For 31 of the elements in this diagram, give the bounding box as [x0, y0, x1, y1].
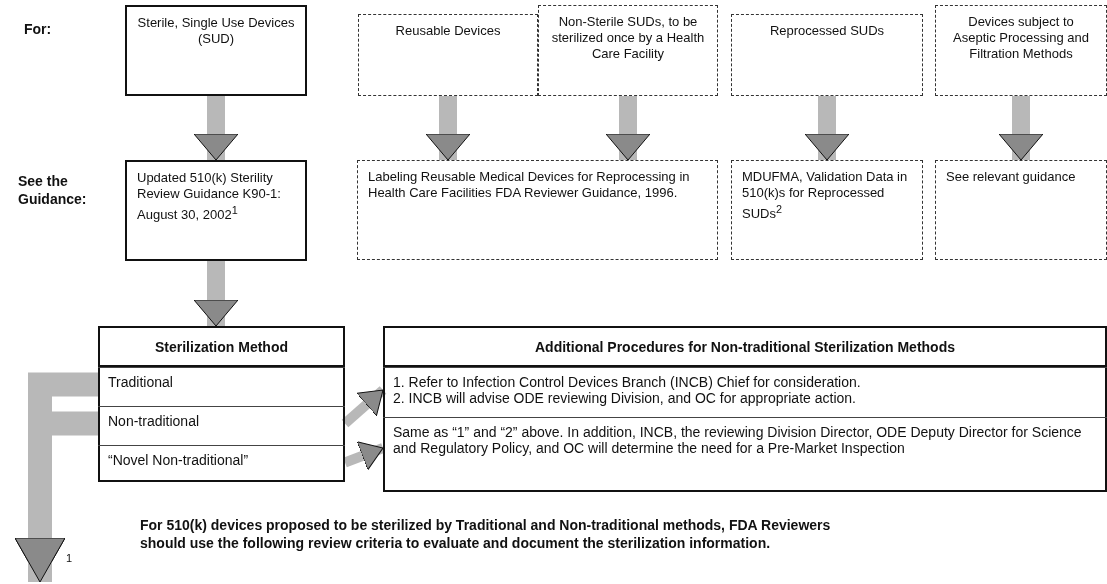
list-item: 1. Refer to Infection Control Devices Branch (INCB) Chief for consideration. — [393, 374, 862, 390]
dashed-box: Devices subject to Aseptic Processing and Filtration Methods — [935, 5, 1107, 96]
block-arrow — [425, 96, 471, 161]
block-arrow — [341, 386, 387, 428]
dashed-box: Non-Sterile SUDs, to be sterilized once by a Health Care Facility — [538, 5, 718, 96]
table-row: Traditional — [98, 367, 345, 406]
dashed-box: Labeling Reusable Medical Devices for Reprocessing in Health Care Facilities FDA Reviewer Guidance, 1996. — [357, 160, 718, 260]
block-arrow — [193, 261, 239, 327]
row-label: See the Guidance: — [18, 172, 88, 208]
table-row: Non-traditional — [98, 406, 345, 445]
dashed-box: Reusable Devices — [358, 14, 538, 96]
table-row: Same as “1” and “2” above. In addition, INCB, the reviewing Division Director, ODE Deputy Director for Science and Regulatory Policy, and OC will determine the need for a Pre-Market Inspection — [383, 417, 1107, 494]
process-box: Updated 510(k) Sterility Review Guidance K90-1: August 30, 2002$^{1}$ — [125, 160, 307, 261]
edge-label: 1 — [64, 552, 75, 565]
table-header: Additional Procedures for Non-traditional Sterilization Methods — [385, 328, 1105, 367]
process-box: Sterile, Single Use Devices (SUD) — [125, 5, 307, 96]
block-arrow — [804, 96, 850, 161]
table-header: Sterilization Method — [100, 328, 343, 367]
block-arrow — [998, 96, 1044, 161]
block-arrow — [193, 96, 239, 161]
list-item: 2. INCB will advise ODE reviewing Division, and OC for appropriate action. — [393, 390, 857, 406]
dashed-box: MDUFMA, Validation Data in 510(k)s for Reprocessed SUDs$^{2}$ — [731, 160, 923, 260]
note-text: For 510(k) devices proposed to be sterilized by Traditional and Non-traditional methods, FDA Reviewers should use the following review criteria to evaluate and document the sterilization information. — [140, 516, 832, 552]
row-label: For: — [24, 20, 53, 38]
block-arrow — [605, 96, 651, 161]
table-row: “Novel Non-traditional” — [98, 445, 345, 484]
dashed-box: See relevant guidance — [935, 160, 1107, 260]
table-box — [98, 326, 345, 482]
dashed-box: Reprocessed SUDs — [731, 14, 923, 96]
table-box — [383, 326, 1107, 492]
block-arrow — [343, 441, 385, 471]
